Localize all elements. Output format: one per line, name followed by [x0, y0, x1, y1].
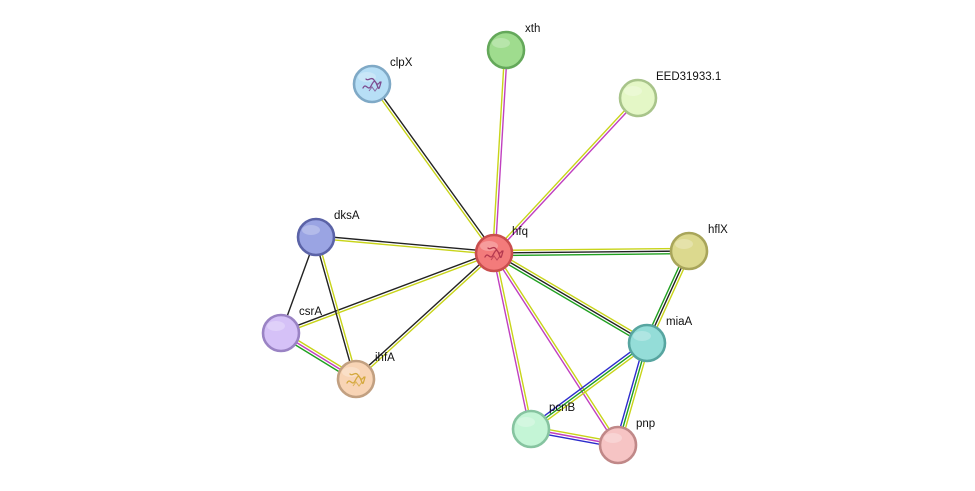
- edge-hfq-csrA: [279, 251, 496, 335]
- node-label: csrA: [299, 306, 322, 318]
- protein-structure-icon: [484, 246, 504, 261]
- edge-hfq-pnp: [492, 251, 620, 447]
- edge-evidence-neighborhood: [493, 252, 690, 257]
- node-ihfA[interactable]: ihfA: [336, 352, 395, 399]
- edge-evidence-textmining: [316, 235, 358, 380]
- node-highlight: [624, 86, 642, 96]
- node-pnp[interactable]: pnp: [598, 418, 655, 465]
- edge-evidence-cooccurrence: [528, 340, 647, 428]
- edge-evidence-textmining: [531, 344, 650, 432]
- edge-dksA-ihfA: [314, 235, 358, 381]
- protein-structure-icon: [362, 77, 382, 92]
- node-label: clpX: [390, 57, 413, 69]
- node-label: hflX: [708, 224, 728, 236]
- edge-hfq-dksA: [315, 235, 495, 255]
- edge-evidence-neighborhood: [491, 254, 647, 346]
- edge-evidence-experiments: [494, 98, 640, 255]
- node-xth[interactable]: xth: [486, 23, 540, 70]
- edge-evidence-textmining: [494, 250, 650, 342]
- protein-structure-icon: [346, 372, 366, 387]
- node-hfq[interactable]: hfq: [474, 226, 528, 273]
- edge-evidence-textmining: [315, 237, 495, 255]
- edge-evidence-coexpression: [493, 250, 690, 254]
- node-highlight: [302, 225, 320, 235]
- node-circle[interactable]: [261, 313, 301, 353]
- edge-hfq-hflX: [493, 247, 690, 257]
- edge-hfq-clpX: [370, 82, 496, 255]
- edge-evidence-textmining: [494, 252, 533, 430]
- edge-evidence-textmining: [370, 84, 494, 255]
- edge-evidence-textmining: [493, 247, 690, 252]
- node-highlight: [604, 433, 622, 443]
- edge-evidence-coexpression: [493, 252, 648, 344]
- edge-evidence-coexpression: [354, 251, 494, 379]
- node-highlight: [267, 321, 285, 331]
- edge-evidence-experiments: [492, 252, 531, 430]
- node-highlight: [633, 331, 651, 341]
- node-miaA[interactable]: miaA: [627, 316, 693, 363]
- edge-evidence-textmining: [494, 251, 620, 445]
- network-nodes: hfq xth clpX EED31933.1 dksA hflX csrA miaA ihfA…: [261, 23, 728, 465]
- node-circle[interactable]: [669, 231, 709, 271]
- edge-hfq-pcnB: [492, 252, 533, 430]
- node-label: miaA: [666, 316, 693, 328]
- node-label: ihfA: [375, 352, 395, 364]
- edge-evidence-coexpression: [372, 82, 496, 253]
- edge-evidence-textmining: [280, 253, 496, 335]
- edge-evidence-experiments: [494, 49, 508, 254]
- node-hflX[interactable]: hflX: [669, 224, 728, 271]
- edge-hfq-EED31933.1: [492, 96, 640, 255]
- node-highlight: [358, 72, 376, 82]
- node-label: dksA: [334, 210, 360, 222]
- node-csrA[interactable]: csrA: [261, 306, 322, 353]
- edge-evidence-coexpression: [315, 235, 495, 253]
- node-circle[interactable]: [598, 425, 638, 465]
- edge-evidence-coexpression: [314, 236, 356, 381]
- edge-evidence-neighborhood: [530, 342, 648, 430]
- edge-evidence-textmining: [492, 96, 638, 253]
- node-EED31933.1[interactable]: EED31933.1: [618, 71, 721, 118]
- node-circle[interactable]: [296, 217, 336, 257]
- node-label: hfq: [512, 226, 528, 238]
- node-circle[interactable]: [486, 30, 526, 70]
- node-highlight: [675, 239, 693, 249]
- node-label: pcnB: [549, 402, 576, 414]
- edge-evidence-coexpression: [279, 251, 495, 333]
- node-highlight: [517, 417, 535, 427]
- node-highlight: [492, 38, 510, 48]
- node-circle[interactable]: [618, 78, 658, 118]
- node-dksA[interactable]: dksA: [296, 210, 360, 257]
- node-pcnB[interactable]: pcnB: [511, 402, 576, 449]
- node-label: EED31933.1: [656, 71, 721, 83]
- node-circle[interactable]: [511, 409, 551, 449]
- edge-evidence-textmining: [356, 253, 496, 381]
- node-label: xth: [525, 23, 540, 35]
- edge-miaA-pcnB: [528, 340, 650, 432]
- node-highlight: [342, 367, 360, 377]
- edge-evidence-experiments: [492, 253, 618, 447]
- node-label: pnp: [636, 418, 655, 430]
- edge-hfq-ihfA: [354, 251, 496, 381]
- node-highlight: [480, 241, 498, 251]
- edge-hfq-xth: [492, 49, 508, 254]
- edge-evidence-textmining: [492, 49, 506, 254]
- edge-hfq-miaA: [491, 250, 650, 346]
- node-circle[interactable]: [627, 323, 667, 363]
- node-clpX[interactable]: clpX: [352, 57, 413, 104]
